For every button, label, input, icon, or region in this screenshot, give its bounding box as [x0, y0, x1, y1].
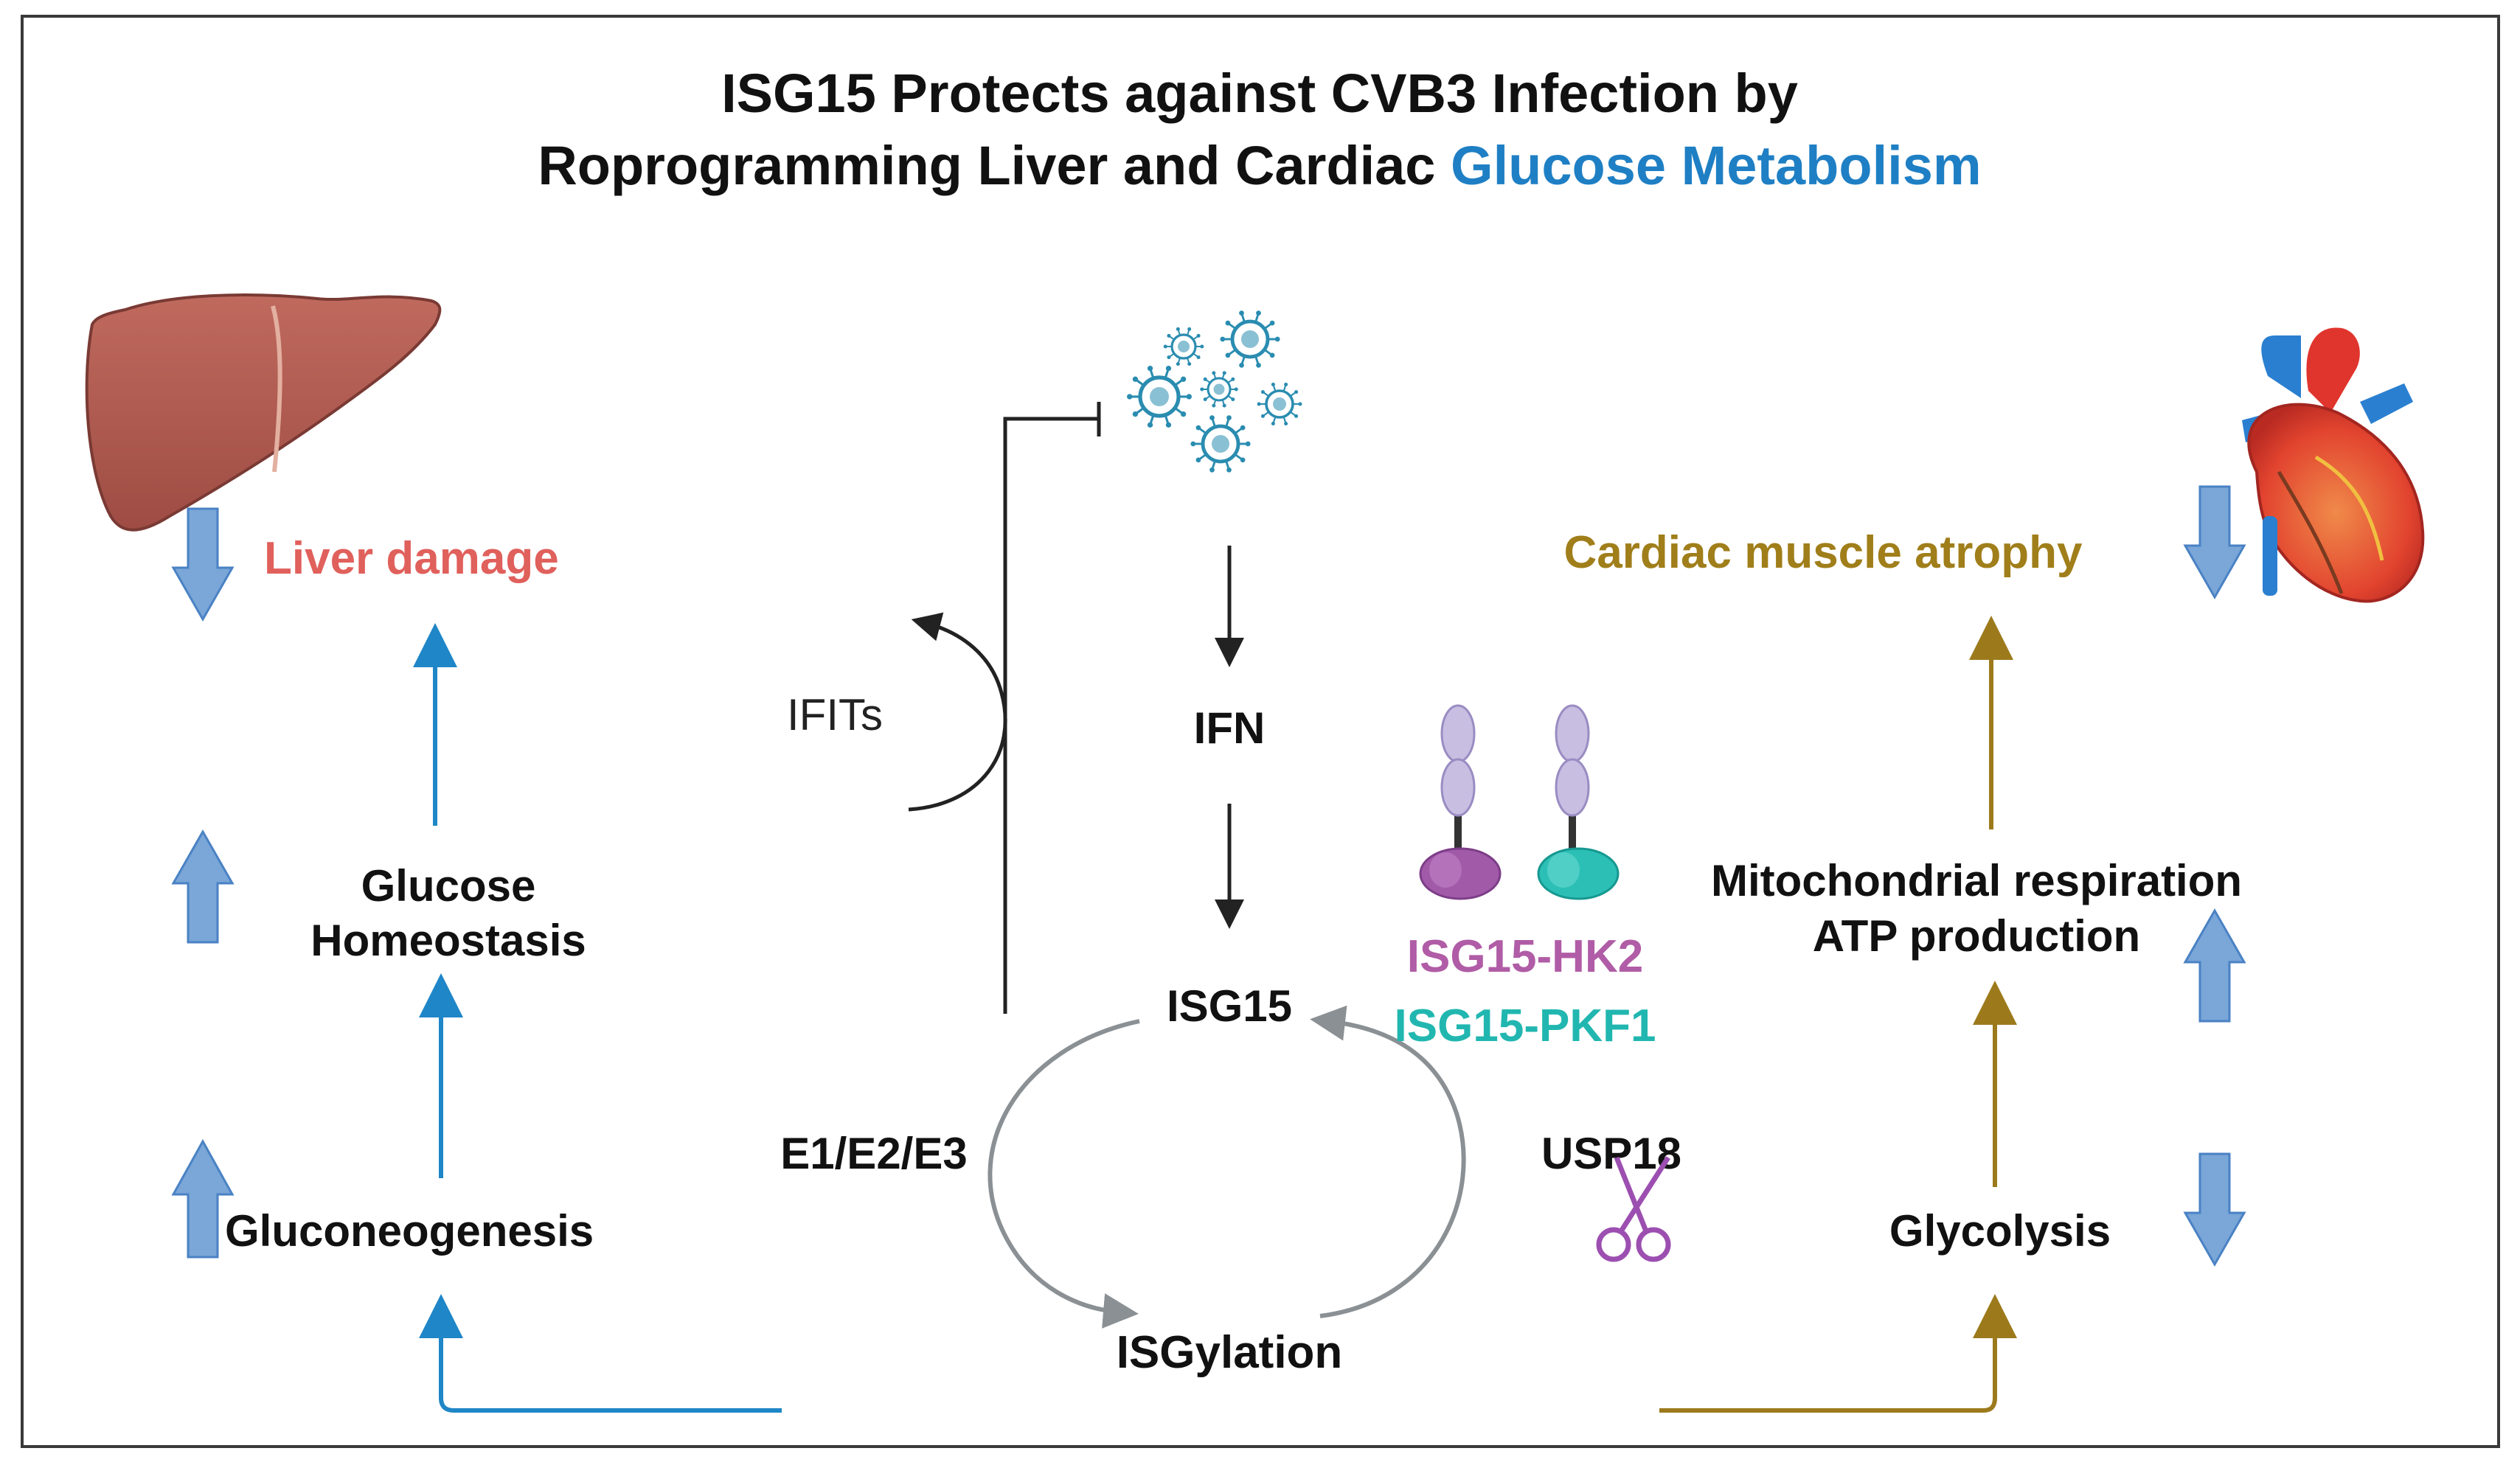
arrow-isgylation-to-gluconeogenesis [419, 1294, 782, 1413]
title-line-2-prefix: Roprogramming Liver and Cardiac [538, 135, 1451, 196]
glucose-homeostasis-up-arrow [171, 829, 235, 944]
glucose-label-line-2: Homeostasis [310, 916, 586, 965]
ifits-curved-arrow [908, 612, 1007, 812]
virus-particle [1127, 366, 1192, 428]
ifits-label: IFITs [787, 690, 883, 740]
glycolysis-label: Glycolysis [1889, 1206, 2111, 1256]
scissors-icon [1596, 1156, 1671, 1262]
isg15-pkf1-label: ISG15-PKF1 [1395, 1001, 1656, 1051]
e-enzymes-label: E1/E2/E3 [780, 1129, 968, 1178]
virus-particle [1200, 371, 1238, 408]
receptor-icon [1537, 704, 1620, 900]
receptor-icon [1419, 704, 1502, 900]
ifn-label: IFN [1194, 703, 1266, 753]
liver-damage-down-arrow [171, 507, 235, 622]
title-line-2: Roprogramming Liver and Cardiac Glucose … [538, 135, 1981, 196]
liver-icon [85, 293, 442, 532]
title-highlight: Glucose Metabolism [1451, 135, 1982, 196]
atp-production-label: ATP production [1813, 911, 2140, 961]
mito-respiration-up-arrow [2183, 908, 2246, 1023]
arrow-isgylation-to-glycolysis [1659, 1294, 2017, 1413]
heart-icon [2242, 327, 2425, 603]
virus-particle [1257, 382, 1302, 426]
virus-icon [1127, 310, 1302, 473]
cardiac-atrophy-down-arrow [2183, 485, 2246, 600]
title-line-1: ISG15 Protects against CVB3 Infection by [721, 63, 1798, 124]
gluconeogenesis-up-arrow [171, 1138, 235, 1259]
virus-particle [1190, 415, 1251, 473]
mito-respiration-label: Mitochondrial respiration [1711, 856, 2242, 905]
cardiac-atrophy-label: Cardiac muscle atrophy [1564, 527, 2083, 578]
virus-particle [1220, 310, 1280, 368]
isg15-inhibits-virus-line [1003, 417, 1097, 1014]
virus-particle [1163, 327, 1204, 366]
cycle-arrow-isg15-to-isgylation [987, 1019, 1140, 1329]
glucose-label-line-1: Glucose [361, 861, 536, 911]
cycle-arrow-isgylation-to-isg15 [1310, 1005, 1466, 1318]
gluconeogenesis-label: Gluconeogenesis [225, 1206, 594, 1256]
isg15-label: ISG15 [1167, 981, 1292, 1031]
isg15-hk2-label: ISG15-HK2 [1407, 931, 1643, 982]
liver-damage-label: Liver damage [264, 533, 559, 584]
isgylation-label: ISGylation [1117, 1327, 1343, 1378]
glycolysis-down-arrow [2183, 1152, 2246, 1267]
